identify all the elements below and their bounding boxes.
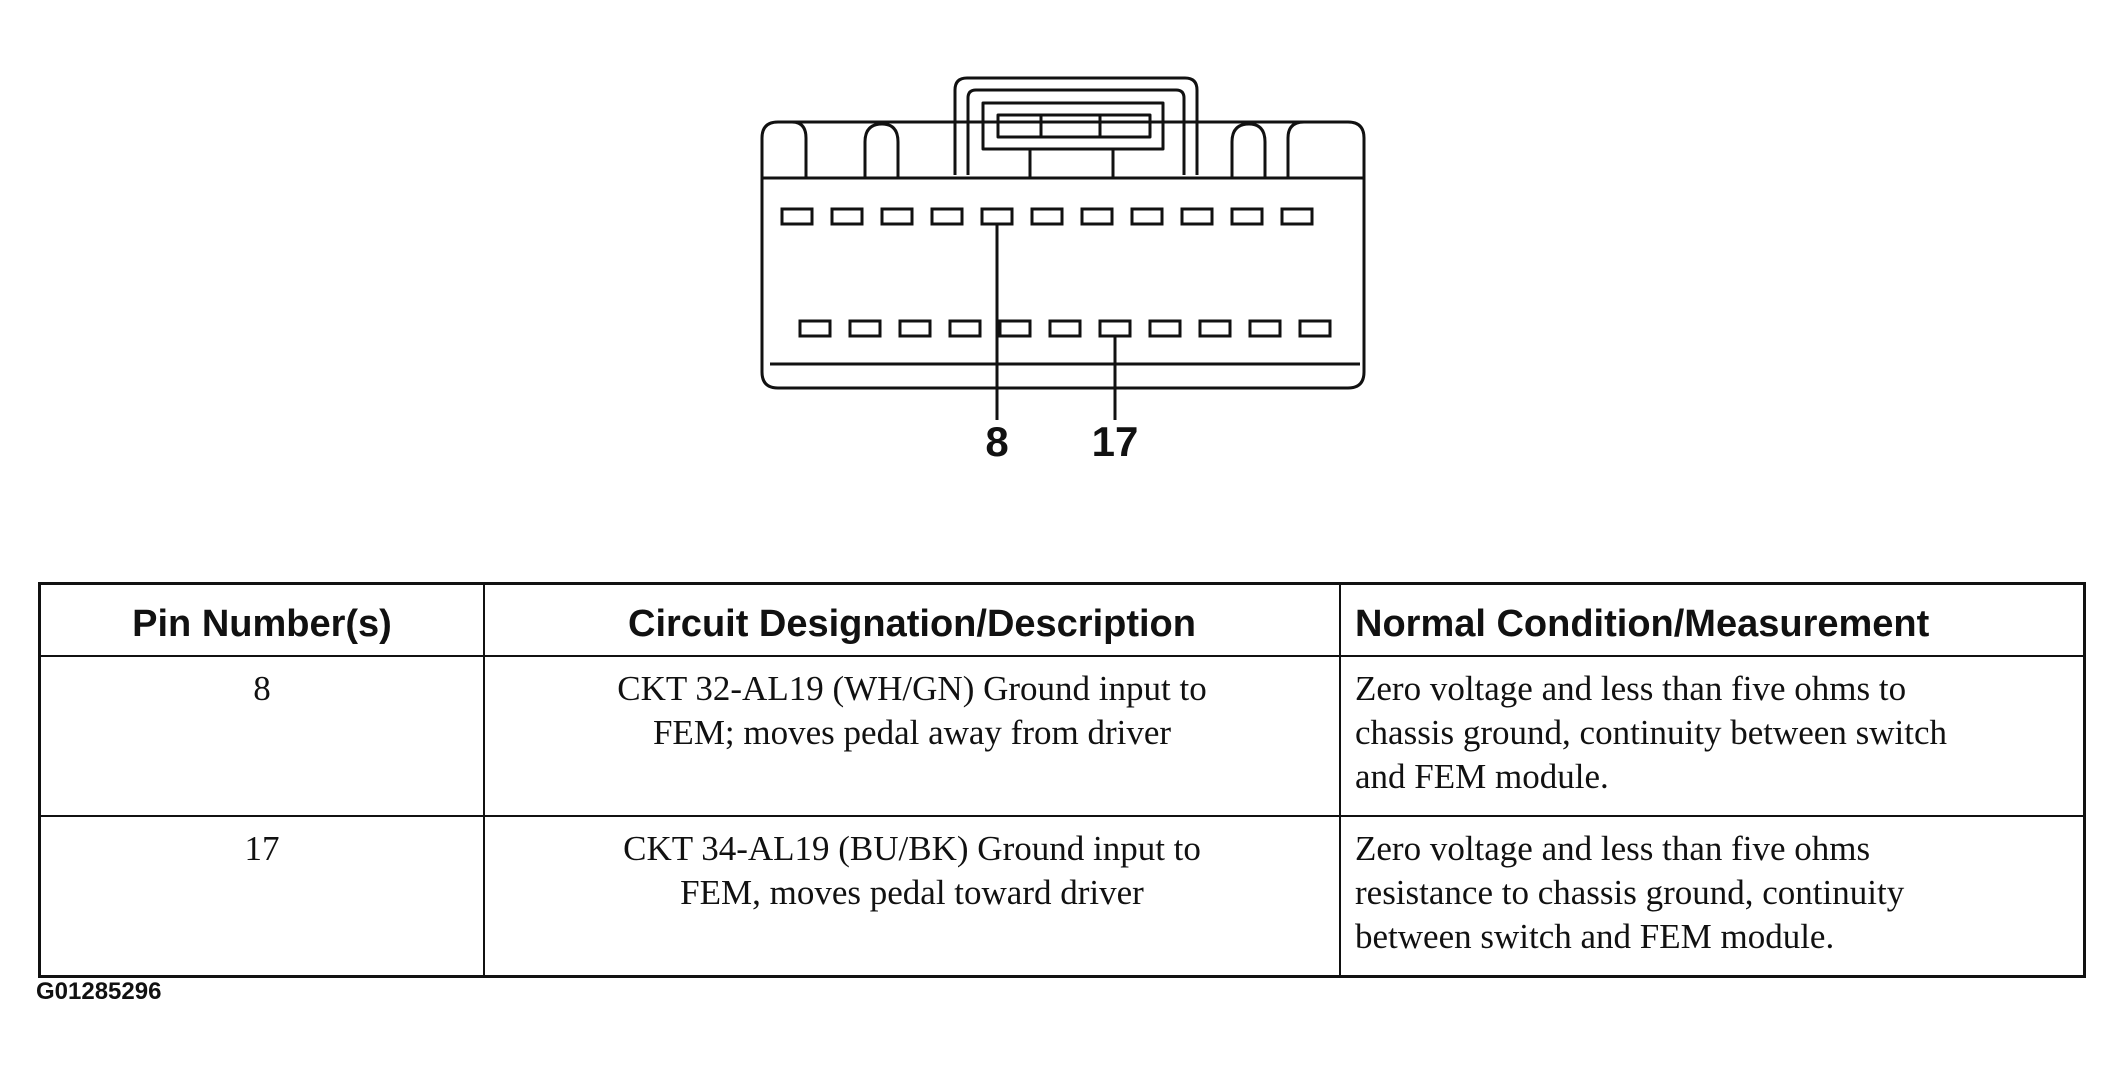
- pin-number-cell: 17: [38, 815, 485, 978]
- bottom-cavity: [1198, 319, 1232, 338]
- bottom-cavity: [1298, 319, 1332, 338]
- connector-lock-tab-inner: [966, 88, 1186, 175]
- connector-lock-tab-outer: [953, 76, 1199, 175]
- top-cavity: [880, 207, 914, 226]
- connector-left-bump: [791, 120, 808, 178]
- top-cavity: [780, 207, 814, 226]
- top-cavity: [1130, 207, 1164, 226]
- pin-callouts: 8 17: [985, 224, 1138, 465]
- circuit-description-cell: CKT 32-AL19 (WH/GN) Ground input to FEM; …: [483, 655, 1341, 817]
- table-row: 17 CKT 34-AL19 (BU/BK) Ground input to FE…: [38, 815, 2086, 978]
- bottom-cavity: [1248, 319, 1282, 338]
- bottom-cavity: [1098, 319, 1132, 338]
- circuit-line: FEM; moves pedal away from driver: [652, 713, 1172, 752]
- pin-callout-label: 17: [1092, 418, 1139, 465]
- condition-line: Zero voltage and less than five ohms to: [1355, 669, 1907, 708]
- top-cavity: [1280, 207, 1314, 226]
- top-cavity: [1180, 207, 1214, 226]
- normal-condition-cell: Zero voltage and less than five ohms to c…: [1339, 655, 2086, 817]
- table-header-row: Pin Number(s) Circuit Designation/Descri…: [38, 582, 2086, 657]
- condition-line: and FEM module.: [1355, 757, 1609, 796]
- bottom-cavity: [848, 319, 882, 338]
- condition-line: between switch and FEM module.: [1355, 917, 1835, 956]
- condition-line: resistance to chassis ground, continuity: [1355, 873, 1905, 912]
- pin-callout-label: 8: [985, 418, 1008, 465]
- top-cavity: [830, 207, 864, 226]
- connector-right-bump: [1230, 122, 1267, 178]
- top-cavity: [980, 207, 1014, 226]
- top-cavity: [1030, 207, 1064, 226]
- connector-left-bump-2: [863, 122, 900, 178]
- header-pin-numbers: Pin Number(s): [38, 582, 485, 657]
- header-normal-condition: Normal Condition/Measurement: [1339, 582, 2086, 657]
- circuit-line: CKT 34-AL19 (BU/BK) Ground input to: [623, 829, 1201, 868]
- bottom-cavity: [1148, 319, 1182, 338]
- top-row-cavities: [780, 207, 1314, 226]
- bottom-cavity: [948, 319, 982, 338]
- table-row: 8 CKT 32-AL19 (WH/GN) Ground input to FEM…: [38, 655, 2086, 817]
- header-circuit-designation: Circuit Designation/Description: [483, 582, 1341, 657]
- connector-right-bump-2: [1286, 120, 1305, 178]
- figure-id: G01285296: [36, 978, 162, 1005]
- bottom-cavity: [798, 319, 832, 338]
- top-cavity: [1230, 207, 1264, 226]
- connector-body: [760, 120, 1366, 390]
- connector-latch-outer: [981, 101, 1165, 151]
- bottom-cavity: [998, 319, 1032, 338]
- bottom-cavity: [1048, 319, 1082, 338]
- pin-number-cell: 8: [38, 655, 485, 817]
- circuit-line: FEM, moves pedal toward driver: [680, 873, 1144, 912]
- circuit-line: CKT 32-AL19 (WH/GN) Ground input to: [617, 669, 1207, 708]
- bottom-cavity: [898, 319, 932, 338]
- top-cavity: [1080, 207, 1114, 226]
- condition-line: chassis ground, continuity between switc…: [1355, 713, 1947, 752]
- bottom-row-cavities: [798, 319, 1332, 338]
- connector-diagram: 8 17: [760, 76, 1366, 465]
- pinout-table: Pin Number(s) Circuit Designation/Descri…: [38, 582, 2086, 978]
- connector-latch-inner: [996, 113, 1152, 139]
- condition-line: Zero voltage and less than five ohms: [1355, 829, 1871, 868]
- top-cavity: [930, 207, 964, 226]
- circuit-description-cell: CKT 34-AL19 (BU/BK) Ground input to FEM, …: [483, 815, 1341, 978]
- normal-condition-cell: Zero voltage and less than five ohms resi…: [1339, 815, 2086, 978]
